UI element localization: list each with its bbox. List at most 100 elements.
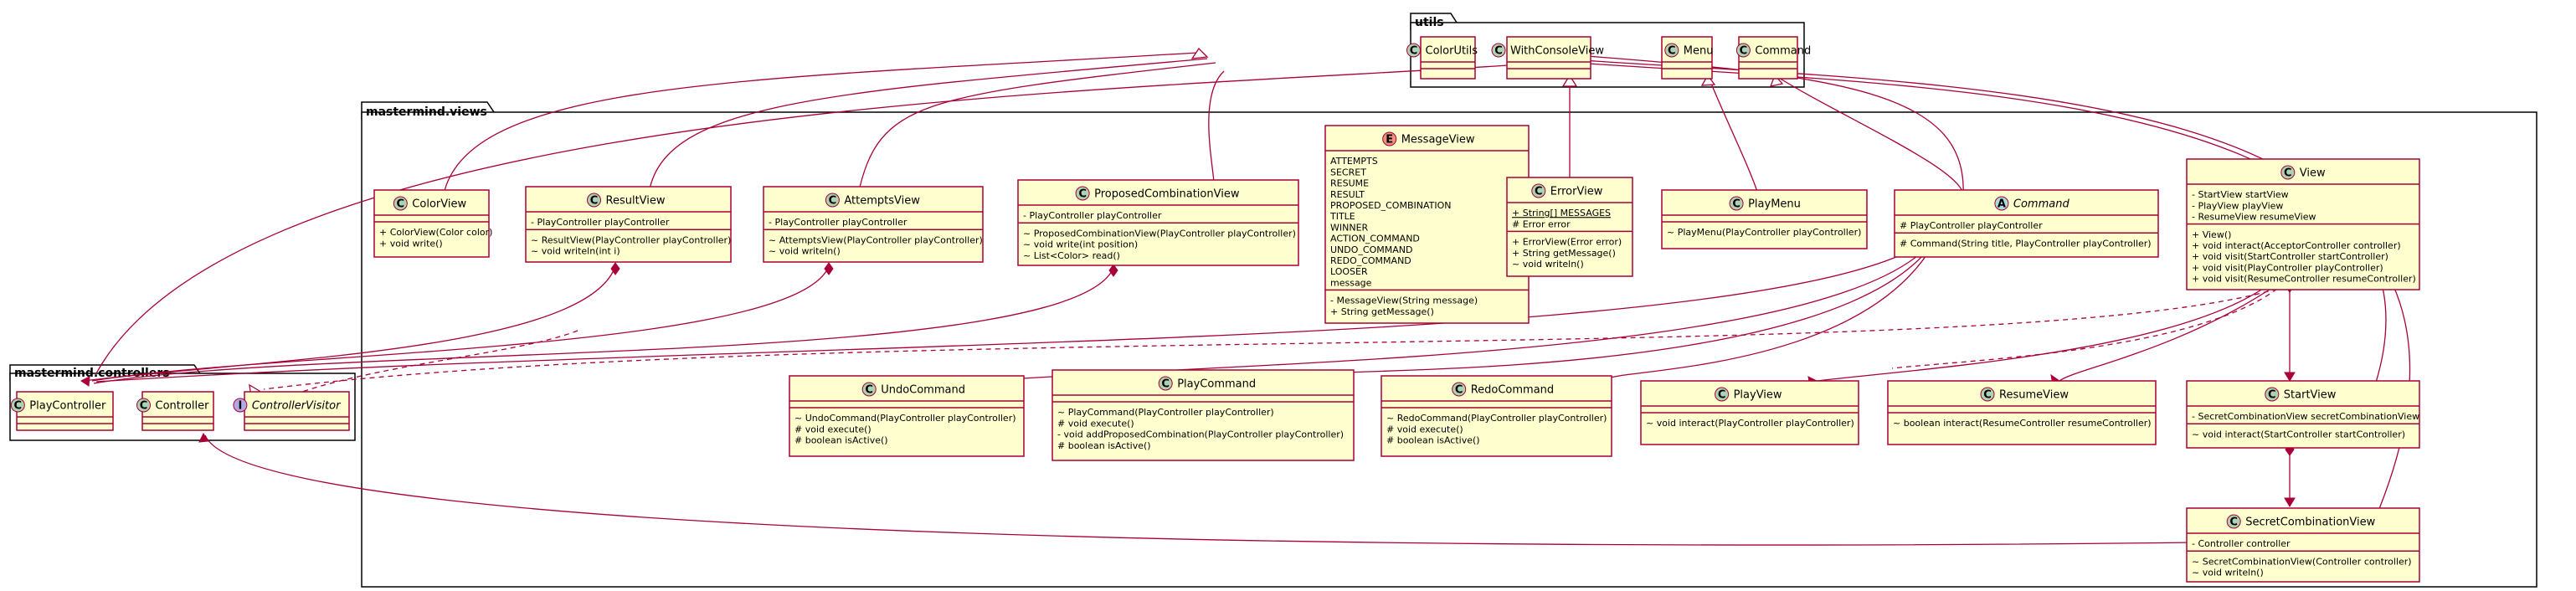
arrow-playcontroller: [80, 376, 90, 387]
stereotype-badge: [1531, 183, 1546, 198]
class-method: # void execute(): [1057, 418, 1134, 429]
class-box: [1506, 36, 1591, 80]
stereotype-letter: C: [2268, 389, 2276, 402]
stereotype-letter: C: [1740, 45, 1748, 58]
class-method: ~ ProposedCombinationView(PlayController…: [1023, 228, 1296, 239]
stereotype-letter: C: [1535, 186, 1543, 198]
class-field: + String[] MESSAGES: [1512, 208, 1611, 218]
class-field: message: [1330, 277, 1372, 288]
class-field: REDO_COMMAND: [1330, 255, 1411, 266]
class-method: ~ ResultView(PlayController playControll…: [531, 234, 731, 245]
stereotype-letter: C: [1668, 45, 1676, 58]
stereotype-letter: C: [829, 195, 837, 208]
triangle-colorview: [1190, 47, 1209, 59]
class-name-color-utils: ColorUtils: [1426, 45, 1478, 58]
diamond-attemptsview: [824, 262, 834, 275]
class-name-result-view: ResultView: [606, 195, 666, 208]
stereotype-badge: [136, 398, 151, 413]
arrow-controller: [198, 433, 209, 443]
class-method: ~ void writeln(): [1512, 259, 1584, 270]
class-name-attempts-view: AttemptsView: [844, 195, 920, 208]
class-field: - PlayController playController: [1023, 210, 1162, 221]
class-name-play-menu: PlayMenu: [1748, 198, 1801, 211]
class-name-menu: Menu: [1684, 45, 1714, 58]
stereotype-letter: C: [140, 400, 148, 413]
resultview-inherits-line: [648, 58, 1208, 195]
class-box: [763, 186, 984, 263]
class-box: [1506, 177, 1633, 277]
class-field: LOOSER: [1330, 266, 1368, 277]
class-field: PROPOSED_COMBINATION: [1330, 200, 1452, 211]
class-method: ~ boolean interact(ResumeController resu…: [1893, 418, 2152, 429]
visitor-dashed-line: [242, 330, 578, 424]
class-method: + View(): [2192, 229, 2231, 240]
class-name-view: View: [2300, 167, 2326, 180]
class-name-play-view: PlayView: [1734, 389, 1782, 402]
class-field: ATTEMPTS: [1330, 156, 1378, 167]
class-box: [373, 189, 490, 258]
class-play-menu: PlayMenu C ~ PlayMenu(PlayController playC…: [1661, 189, 1868, 249]
stereotype-badge: [825, 193, 840, 208]
class-method: + ColorView(Color color): [379, 227, 492, 238]
package-controllers-label: mastermind.controllers: [14, 367, 170, 380]
class-field: RESUME: [1330, 178, 1369, 189]
stereotype-badge: [1491, 43, 1506, 58]
package-views-label: mastermind.views: [366, 105, 487, 119]
proposedview-playcontroller-line: [93, 267, 1114, 384]
diamond-resultview: [610, 262, 620, 275]
class-name-redo-command: RedoCommand: [1471, 384, 1554, 397]
stereotype-letter: C: [865, 384, 873, 397]
class-method: ~ UndoCommand(PlayController playControl…: [794, 413, 1016, 424]
class-controller: Controller C: [136, 391, 214, 431]
stereotype-badge: [1382, 131, 1397, 146]
class-name-start-view: StartView: [2284, 389, 2337, 402]
colorview-inherits-line: [443, 52, 1198, 195]
class-name-controller-visitor: ControllerVisitor: [252, 400, 342, 413]
stereotype-badge: [10, 398, 25, 413]
class-color-utils: ColorUtils C: [1406, 36, 1478, 80]
stereotype-letter: C: [1410, 45, 1418, 58]
stereotype-badge: [1075, 186, 1090, 201]
class-box: [2186, 507, 2420, 583]
class-method: ~ void writeln(): [769, 246, 841, 257]
stereotype-badge: [2226, 514, 2241, 529]
stereotype-badge: [1994, 196, 2009, 211]
class-field: - Controller controller: [2192, 538, 2291, 549]
class-name-secret-combination-view: SecretCombinationView: [2245, 516, 2375, 529]
playmenu-inherits-line: [1707, 75, 1759, 195]
stereotype-letter: C: [1455, 384, 1463, 397]
stereotype-badge: [587, 193, 601, 208]
class-method: # boolean isActive(): [1386, 435, 1480, 446]
command-playcontroller-line: [95, 227, 1943, 383]
class-method: ~ PlayMenu(PlayController playController…: [1667, 227, 1861, 238]
class-field: - PlayView playView: [2192, 200, 2283, 211]
view-dependency-line: [1891, 288, 2278, 369]
class-field: - SecretCombinationView secretCombinatio…: [2192, 411, 2419, 422]
class-method: + void interact(AcceptorController contr…: [2192, 240, 2401, 251]
class-box: [1894, 189, 2159, 258]
class-method: ~ void interact(StartController startCon…: [2192, 429, 2405, 439]
class-method: ~ PlayCommand(PlayController playControl…: [1057, 407, 1274, 418]
command-inherits-utils-line: [1774, 75, 1964, 195]
triangle-command: [1769, 74, 1784, 87]
class-field: UNDO_COMMAND: [1330, 244, 1412, 255]
stereotype-letter: C: [1732, 198, 1740, 211]
stereotype-letter: C: [1983, 389, 1992, 402]
class-name-controller: Controller: [156, 400, 210, 413]
class-method: # boolean isActive(): [1057, 440, 1151, 451]
class-box: [1420, 36, 1476, 80]
class-field: TITLE: [1329, 211, 1355, 222]
class-name-with-console-view: WithConsoleView: [1510, 45, 1604, 58]
class-method: ~ void writeln(int i): [531, 246, 620, 257]
class-method: + String getMessage(): [1330, 306, 1434, 317]
class-field: SECRET: [1330, 167, 1366, 177]
